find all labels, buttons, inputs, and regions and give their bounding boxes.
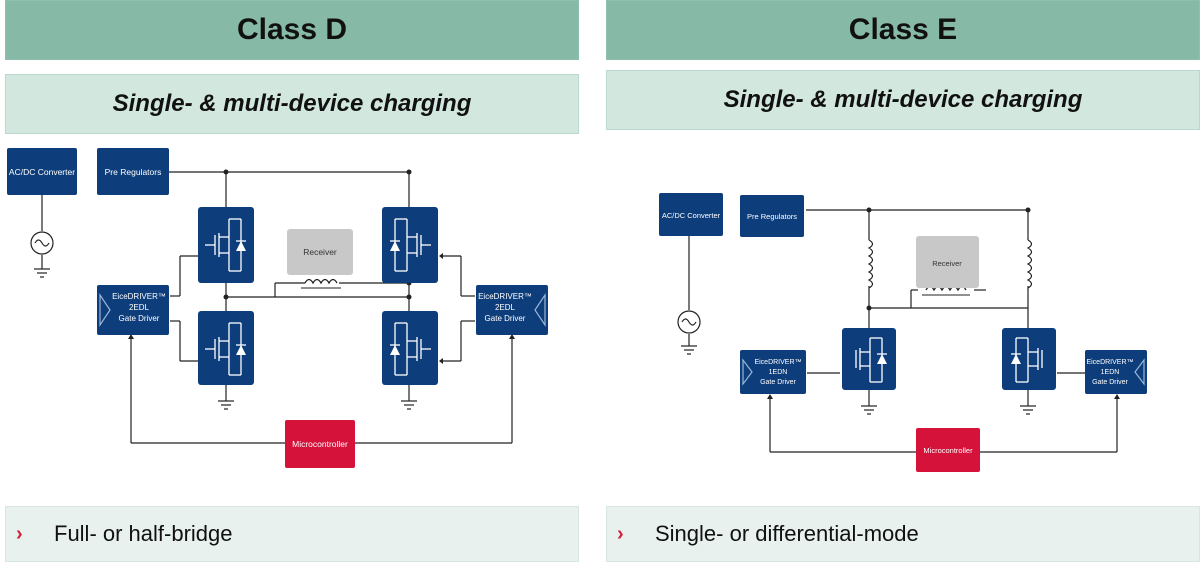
class-d-title: Class D bbox=[5, 0, 579, 60]
mosfet-q2 bbox=[198, 311, 254, 385]
gate-driver-right-e: EiceDRIVER™ 1EDN Gate Driver bbox=[1085, 350, 1147, 394]
mosfet-q4 bbox=[382, 311, 438, 385]
driver-left-line1: EiceDRIVER™ bbox=[112, 292, 166, 301]
microcontroller-block-e bbox=[916, 428, 980, 472]
driver-right-line1: EiceDRIVER™ bbox=[478, 292, 532, 301]
gate-driver-left-e: EiceDRIVER™ 1EDN Gate Driver bbox=[740, 350, 806, 394]
class-e-junctions bbox=[866, 207, 1031, 311]
gate-driver-right: EiceDRIVER™ 2EDL Gate Driver bbox=[476, 285, 548, 335]
receiver-block-e bbox=[916, 236, 979, 288]
class-d-panel: Class D Single- & multi-device charging bbox=[5, 0, 579, 564]
acdc-label: AC/DC Converter bbox=[9, 167, 75, 177]
class-e-bullet: › Single- or differential-mode bbox=[606, 506, 1200, 562]
mosfet-e-right bbox=[1002, 328, 1056, 390]
bullet-chevron-icon: › bbox=[16, 522, 23, 545]
class-e-bullet-text: Single- or differential-mode bbox=[655, 521, 919, 546]
pre-regulators-block-e bbox=[740, 195, 804, 237]
driver-left-line3: Gate Driver bbox=[119, 314, 160, 323]
ground-icon bbox=[34, 268, 417, 410]
driver-right-e-line3: Gate Driver bbox=[1092, 379, 1128, 386]
driver-right-line2: 2EDL bbox=[495, 303, 516, 312]
ground-icon-e bbox=[681, 345, 1036, 415]
acdc-converter-block bbox=[7, 148, 77, 195]
pre-regulators-label-e: Pre Regulators bbox=[747, 212, 797, 221]
microcontroller-block bbox=[285, 420, 355, 468]
choke-inductors bbox=[867, 239, 1033, 289]
class-e-subtitle: Single- & multi-device charging bbox=[606, 70, 1200, 130]
class-e-arrows bbox=[767, 394, 1120, 399]
acdc-converter-block-e bbox=[659, 193, 723, 236]
receiver-block bbox=[287, 229, 353, 275]
class-e-title: Class E bbox=[606, 0, 1200, 60]
gate-driver-left: EiceDRIVER™ 2EDL Gate Driver bbox=[97, 285, 169, 335]
class-d-bullet: › Full- or half-bridge bbox=[5, 506, 579, 562]
acdc-label-e: AC/DC Converter bbox=[662, 211, 721, 220]
receiver-label: Receiver bbox=[303, 247, 337, 257]
driver-left-e-line1: EiceDRIVER™ bbox=[754, 359, 801, 366]
microcontroller-label-e: Microcontroller bbox=[923, 446, 973, 455]
mosfet-q1 bbox=[198, 207, 254, 283]
class-e-diagram: AC/DC Converter Pre Regulators Receiver … bbox=[656, 190, 1176, 480]
class-d-bullet-text: Full- or half-bridge bbox=[54, 521, 233, 546]
receiver-label-e: Receiver bbox=[932, 259, 962, 268]
class-e-panel: Class E Single- & multi-device charging bbox=[606, 0, 1200, 564]
driver-left-e-line2: 1EDN bbox=[769, 369, 788, 376]
class-d-wires bbox=[41, 171, 513, 444]
microcontroller-label: Microcontroller bbox=[292, 439, 348, 449]
class-d-subtitle: Single- & multi-device charging bbox=[5, 74, 579, 134]
pre-regulators-label: Pre Regulators bbox=[105, 167, 162, 177]
pre-regulators-block bbox=[97, 148, 169, 195]
driver-right-e-line2: 1EDN bbox=[1101, 369, 1120, 376]
driver-right-e-line1: EiceDRIVER™ bbox=[1086, 359, 1133, 366]
coupling-coil bbox=[304, 278, 338, 285]
mosfet-e-left bbox=[842, 328, 896, 390]
class-d-diagram: AC/DC Converter Pre Regulators Receiver … bbox=[5, 143, 579, 483]
driver-left-e-line3: Gate Driver bbox=[760, 379, 796, 386]
driver-right-line3: Gate Driver bbox=[485, 314, 526, 323]
bullet-chevron-icon: › bbox=[617, 522, 624, 545]
driver-left-line2: 2EDL bbox=[129, 303, 150, 312]
mosfet-q3 bbox=[382, 207, 438, 283]
